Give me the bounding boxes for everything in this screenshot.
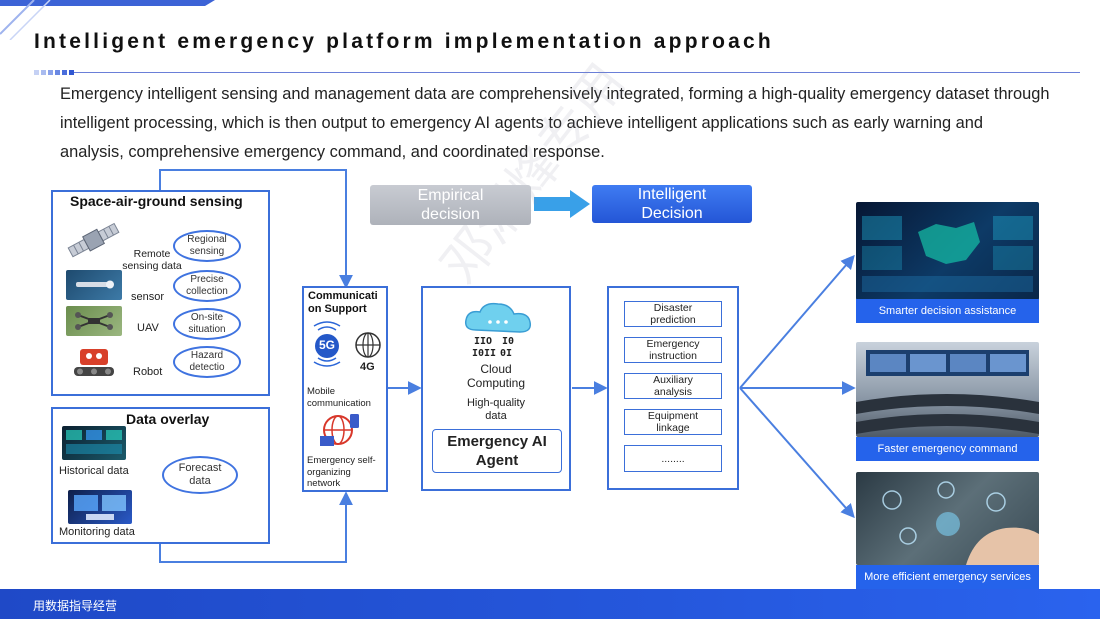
- globe-icon: [355, 332, 381, 358]
- monitoring-data-label: Monitoring data: [59, 526, 135, 538]
- sensor-label: sensor: [131, 291, 165, 303]
- 4g-label: 4G: [360, 361, 375, 373]
- uav-label: UAV: [137, 322, 159, 334]
- precise-collection-ellipse: Precise collection: [173, 270, 241, 302]
- cloud-computing-label: Cloud Computing: [466, 362, 526, 390]
- intro-paragraph: Emergency intelligent sensing and manage…: [60, 85, 1050, 161]
- communication-support-title: Communicati on Support: [308, 290, 378, 315]
- outcome-caption-2: Faster emergency command: [856, 437, 1039, 461]
- command-center-image: [856, 342, 1039, 437]
- task-more: ........: [624, 445, 722, 472]
- page-title: Intelligent emergency platform implement…: [34, 30, 774, 53]
- empirical-decision-box: Empirical decision: [370, 185, 531, 225]
- cloud-computing-icon: IIO I0 I0II 0I: [464, 302, 532, 359]
- outcome-caption-1: Smarter decision assistance: [856, 299, 1039, 323]
- robot-label: Robot: [133, 366, 163, 378]
- historical-data-label: Historical data: [59, 465, 129, 477]
- robot-icon: [74, 349, 114, 376]
- title-divider: [74, 72, 1080, 73]
- sensing-panel-title: Space-air-ground sensing: [70, 193, 243, 209]
- footer-slogan: 用数据指导经营: [33, 599, 118, 613]
- intelligent-decision-box: Intelligent Decision: [592, 185, 752, 223]
- 5g-icon: [313, 321, 341, 367]
- forecast-data-ellipse: Forecast data: [162, 456, 238, 494]
- header-corner-decoration: [0, 0, 215, 40]
- task-auxiliary-analysis: Auxiliary analysis: [624, 373, 722, 399]
- communication-support-panel: Communicati on Support: [302, 286, 388, 492]
- hazard-detection-ellipse: Hazard detectio: [173, 346, 241, 378]
- monitoring-data-image: [68, 490, 132, 524]
- task-equipment-linkage: Equipment linkage: [624, 409, 722, 435]
- network-icon: [320, 414, 359, 446]
- title-accent-dots: [34, 70, 74, 75]
- regional-sensing-ellipse: Regional sensing: [173, 230, 241, 262]
- historical-data-image: [62, 426, 126, 460]
- svg-text:I0: I0: [502, 336, 514, 347]
- satellite-icon: [67, 222, 120, 258]
- sensor-icon: [66, 270, 122, 300]
- footer-bar: [0, 589, 1100, 619]
- self-organizing-network-label: Emergency self- organizing network: [307, 455, 376, 489]
- arrow-to-outcome-1: [739, 254, 855, 389]
- arrow-to-outcome-3: [739, 387, 855, 519]
- on-site-situation-ellipse: On-site situation: [173, 308, 241, 340]
- task-emergency-instruction: Emergency instruction: [624, 337, 722, 363]
- task-disaster-prediction: Disaster prediction: [624, 301, 722, 327]
- decision-dashboard-image: [856, 202, 1039, 300]
- drone-icon: [66, 306, 122, 336]
- mobile-communication-label: Mobile communication: [307, 386, 371, 409]
- emergency-services-image: [856, 472, 1039, 565]
- high-quality-data-label: High-quality data: [466, 397, 526, 422]
- emergency-ai-agent-box: Emergency AI Agent: [432, 429, 562, 473]
- svg-text:0I: 0I: [500, 348, 512, 359]
- svg-text:I0II: I0II: [472, 348, 496, 359]
- remote-sensing-label: Remote sensing data: [122, 248, 182, 272]
- 5g-badge-text: 5G: [318, 338, 335, 352]
- data-overlay-title: Data overlay: [126, 411, 210, 427]
- outcome-caption-3: More efficient emergency services: [856, 565, 1039, 589]
- svg-text:IIO: IIO: [474, 336, 492, 347]
